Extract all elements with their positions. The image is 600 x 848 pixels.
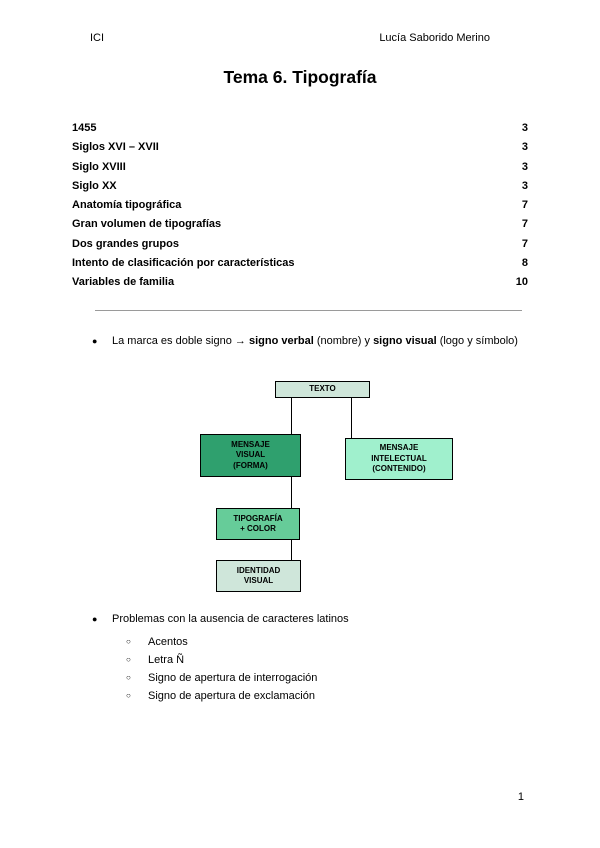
toc-label: Siglo XVIII bbox=[72, 160, 126, 173]
toc-label: Variables de familia bbox=[72, 276, 175, 289]
connector-line bbox=[291, 539, 292, 560]
toc-page-number: 10 bbox=[515, 276, 528, 289]
header-right: Lucía Saborido Merino bbox=[379, 32, 490, 44]
toc-label: Gran volumen de tipografías bbox=[72, 218, 222, 231]
toc-label: Anatomía tipográfica bbox=[72, 199, 182, 212]
connector-line bbox=[291, 397, 292, 434]
text-fragment: La marca es doble signo → bbox=[112, 335, 249, 347]
toc-page-number: 7 bbox=[521, 218, 528, 231]
toc-page-number: 3 bbox=[521, 141, 528, 154]
list-item: ○ Signo de apertura de interrogación bbox=[126, 669, 317, 687]
list-item-text: Acentos bbox=[148, 636, 188, 648]
toc-page-number: 7 bbox=[521, 199, 528, 212]
bullet-text: Problemas con la ausencia de caracteres … bbox=[112, 613, 349, 625]
toc-page-number: 3 bbox=[521, 179, 528, 192]
bullet-icon: ● bbox=[92, 336, 98, 346]
section-divider bbox=[95, 310, 522, 311]
circle-bullet-icon: ○ bbox=[126, 673, 131, 682]
diagram-box-tipografia-color: TIPOGRAFÍA + COLOR bbox=[216, 508, 300, 540]
toc-row: Dos grandes grupos 7 bbox=[72, 235, 528, 254]
toc-row: Gran volumen de tipografías 7 bbox=[72, 215, 528, 234]
diagram-box-mensaje-visual: MENSAJE VISUAL (FORMA) bbox=[200, 434, 301, 477]
toc-page-number: 3 bbox=[521, 160, 528, 173]
sub-bullet-list: ○ Acentos ○ Letra Ñ ○ Signo de apertura de … bbox=[126, 633, 317, 705]
page-title: Tema 6. Tipografía bbox=[223, 67, 377, 87]
toc-row: Siglos XVI – XVII 3 bbox=[72, 138, 528, 157]
toc-row: 1455 3 bbox=[72, 119, 528, 138]
toc-label: 1455 bbox=[72, 122, 97, 134]
list-item-text: Letra Ñ bbox=[148, 654, 185, 666]
text-fragment: (logo y símbolo) bbox=[436, 335, 518, 347]
bullet-text: La marca es doble signo → signo verbal (… bbox=[112, 333, 518, 350]
circle-bullet-icon: ○ bbox=[126, 691, 131, 700]
toc-label: Siglo XX bbox=[72, 179, 117, 192]
circle-bullet-icon: ○ bbox=[126, 655, 131, 664]
toc-row: Variables de familia 10 bbox=[72, 273, 528, 292]
diagram-box-identidad-visual: IDENTIDAD VISUAL bbox=[216, 560, 301, 592]
bullet-icon: ● bbox=[92, 614, 98, 624]
toc-label: Dos grandes grupos bbox=[72, 237, 179, 250]
toc-row: Siglo XX 3 bbox=[72, 177, 528, 196]
diagram-box-mensaje-intelectual: MENSAJE INTELECTUAL (CONTENIDO) bbox=[345, 438, 453, 480]
list-item: ○ Letra Ñ bbox=[126, 651, 317, 669]
bullet-item-marca: ● La marca es doble signo → signo verbal… bbox=[92, 333, 530, 350]
list-item: ○ Signo de apertura de exclamación bbox=[126, 687, 317, 705]
toc-label: Intento de clasificación por característ… bbox=[72, 257, 295, 270]
circle-bullet-icon: ○ bbox=[126, 637, 131, 646]
toc-row: Anatomía tipográfica 7 bbox=[72, 196, 528, 215]
connector-line bbox=[291, 476, 292, 508]
text-fragment-bold: signo visual bbox=[373, 335, 437, 347]
text-fragment: (nombre) y bbox=[313, 335, 374, 347]
text-fragment-bold: signo verbal bbox=[248, 335, 314, 347]
page-header: ICI Lucía Saborido Merino bbox=[90, 32, 490, 44]
toc-row: Siglo XVIII 3 bbox=[72, 158, 528, 177]
toc-label: Siglos XVI – XVII bbox=[72, 141, 159, 154]
toc-row: Intento de clasificación por característ… bbox=[72, 254, 528, 273]
page-number: 1 bbox=[517, 791, 524, 803]
connector-line bbox=[351, 397, 352, 438]
toc-page-number: 8 bbox=[521, 257, 528, 270]
list-item-text: Signo de apertura de exclamación bbox=[148, 690, 315, 702]
table-of-contents: 1455 3 Siglos XVI – XVII 3 Siglo XVIII 3 Si… bbox=[72, 119, 528, 293]
list-item: ○ Acentos bbox=[126, 633, 317, 651]
toc-page-number: 3 bbox=[521, 122, 528, 134]
header-left: ICI bbox=[90, 32, 105, 44]
diagram-box-texto: TEXTO bbox=[275, 381, 370, 398]
bullet-item-problemas: ● Problemas con la ausencia de caractere… bbox=[92, 611, 530, 628]
list-item-text: Signo de apertura de interrogación bbox=[148, 672, 318, 684]
toc-page-number: 7 bbox=[521, 237, 528, 250]
